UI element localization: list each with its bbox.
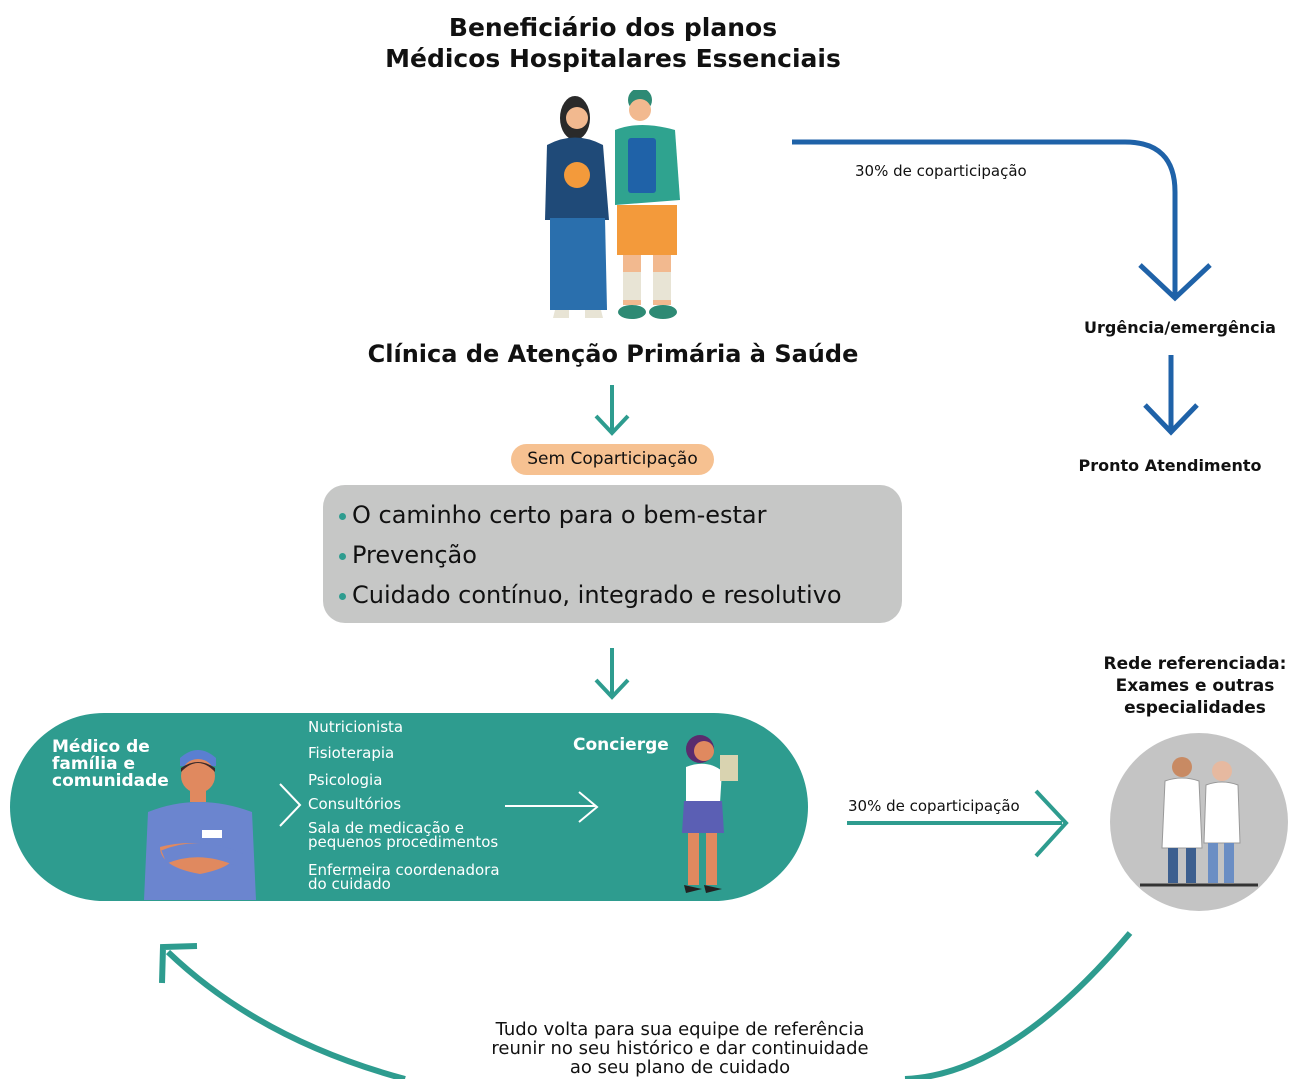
network-arrow (847, 789, 1069, 858)
page-title: Beneficiário dos planos Médicos Hospital… (300, 12, 926, 74)
down-arrow-1 (594, 385, 630, 436)
emergency-copay-label: 30% de coparticipação (855, 162, 1027, 180)
care-team-band (10, 713, 808, 901)
service-nutricionista: Nutricionista (308, 718, 404, 736)
benefit-item: O caminho certo para o bem-estar (339, 495, 902, 535)
bullet-icon (339, 512, 346, 520)
down-arrow-2 (594, 648, 630, 700)
return-arrowhead (159, 943, 198, 984)
service-sala-medicacao: Sala de medicação e pequenos procediment… (308, 819, 499, 851)
specialists-circle (1110, 733, 1288, 911)
title-line-2: Médicos Hospitalares Essenciais (385, 44, 841, 73)
doctor-illustration (144, 750, 256, 900)
chevron-right-icon (279, 783, 302, 827)
return-curve (904, 931, 1133, 1079)
pronto-label: Pronto Atendimento (1078, 456, 1262, 475)
bullet-icon (339, 552, 346, 560)
return-text: Tudo volta para sua equipe de referência… (491, 1019, 869, 1078)
benefit-item: Prevenção (339, 535, 902, 575)
return-curve-left (165, 949, 406, 1079)
network-copay-label: 30% de coparticipação (848, 797, 1020, 815)
service-psicologia: Psicologia (308, 771, 383, 789)
concierge-arrow-icon (505, 791, 599, 823)
emergency-arrowhead (1138, 263, 1212, 302)
couple-illustration (545, 90, 680, 319)
concierge-illustration (682, 735, 738, 893)
title-line-1: Beneficiário dos planos (448, 13, 778, 42)
network-label: Rede referenciada: Exames e outras espec… (1103, 654, 1287, 718)
concierge-label: Concierge (573, 735, 669, 755)
service-consultorios: Consultórios (308, 795, 402, 813)
bullet-icon (339, 592, 346, 600)
benefit-item: Cuidado contínuo, integrado e resolutivo (339, 575, 902, 615)
emergency-path (792, 139, 1178, 295)
clinic-title: Clínica de Atenção Primária à Saúde (367, 340, 859, 368)
benefits-box: O caminho certo para o bem-estar Prevenç… (323, 485, 902, 623)
urgency-label: Urgência/emergência (1084, 318, 1276, 337)
no-copay-badge: Sem Coparticipação (511, 444, 714, 475)
doctor-label: Médico de família e comunidade (52, 737, 169, 791)
service-enfermeira: Enfermeira coordenadora do cuidado (308, 861, 500, 893)
service-fisioterapia: Fisioterapia (308, 744, 395, 762)
specialists-illustration (1140, 757, 1258, 887)
pronto-arrow (1143, 355, 1199, 436)
